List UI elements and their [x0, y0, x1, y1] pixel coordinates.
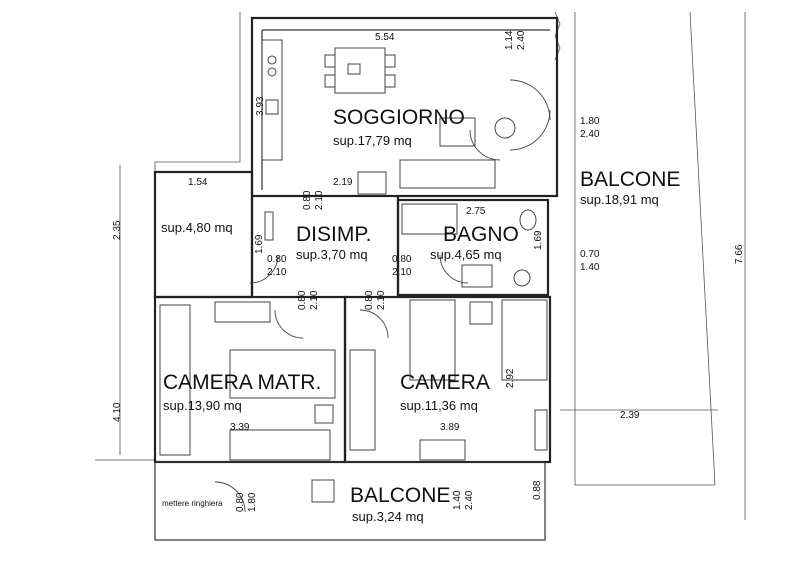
- room-area-camera: sup.11,36 mq: [400, 398, 478, 413]
- dim-235: 2.35: [112, 220, 123, 240]
- washbasin: [461, 264, 493, 288]
- door-balcone-2: [509, 109, 551, 151]
- door-disimp-west: [249, 254, 279, 284]
- toilet-icon: [519, 209, 537, 231]
- dim-169b: 1.69: [533, 230, 544, 250]
- room-name-camera-matr: CAMERA MATR.: [163, 371, 321, 394]
- dim-080d: 0.80: [297, 290, 308, 310]
- room-area-bagno: sup.4,65 mq: [430, 247, 502, 262]
- dim-210b: 2.10: [267, 267, 287, 278]
- dim-080f: 0.80: [235, 492, 246, 512]
- dim-554: 5.54: [375, 32, 395, 43]
- dim-766: 7.66: [734, 244, 745, 264]
- dim-240b: 2.40: [580, 129, 600, 140]
- room-area-balcone-east: sup.18,91 mq: [580, 192, 659, 207]
- wardrobe: [214, 301, 271, 323]
- stove-icon: [267, 55, 277, 65]
- dim-389: 3.89: [440, 422, 460, 433]
- dim-180a: 1.80: [580, 116, 600, 127]
- walls: [153, 16, 559, 541]
- room-labels: SOGGIORNO sup.17,79 mq BALCONE sup.18,91…: [161, 106, 680, 524]
- dim-240a: 2.40: [516, 30, 527, 50]
- dim-393: 3.93: [255, 96, 266, 116]
- double-bed: [229, 349, 336, 399]
- dim-210d: 2.10: [309, 290, 320, 310]
- kitchen-counter: [261, 39, 283, 161]
- room-name-disimp: DISIMP.: [296, 223, 371, 246]
- sofa: [399, 159, 496, 189]
- dim-140b: 1.40: [452, 490, 463, 510]
- dim-070: 0.70: [580, 249, 600, 260]
- dim-140a: 1.40: [580, 262, 600, 273]
- dim-080b: 0.80: [267, 254, 287, 265]
- dim-275: 2.75: [466, 206, 486, 217]
- plant-icon: [494, 117, 516, 139]
- single-bed-1: [409, 299, 456, 381]
- room-name-balcone-east: BALCONE: [580, 168, 680, 191]
- dim-410: 4.10: [112, 402, 123, 422]
- door-camera: [359, 309, 389, 339]
- bidet-icon: [513, 269, 531, 287]
- door-bagno: [439, 254, 469, 284]
- desk: [349, 349, 376, 451]
- room-name-soggiorno: SOGGIORNO: [333, 106, 465, 129]
- dimension-labels: 5.54 1.14 2.40 3.93 1.80 2.40 1.54 2.19 …: [112, 30, 745, 512]
- dim-088: 0.88: [532, 480, 543, 500]
- room-name-camera: CAMERA: [400, 371, 490, 394]
- dim-210a: 2.10: [314, 190, 325, 210]
- dim-239: 2.39: [620, 410, 640, 421]
- room-name-bagno: BAGNO: [443, 223, 519, 246]
- dim-114: 1.14: [504, 30, 515, 50]
- room-area-ripostiglio: sup.4,80 mq: [161, 220, 233, 235]
- dim-169a: 1.69: [254, 234, 265, 254]
- note-railing: mettere ringhiera: [162, 499, 223, 508]
- dining-table: [334, 47, 386, 94]
- dim-292: 2.92: [505, 368, 516, 388]
- armchair: [357, 171, 387, 195]
- dim-080a: 0.80: [302, 190, 313, 210]
- bathtub: [401, 203, 458, 235]
- coffee-table: [439, 117, 476, 147]
- doors: [214, 79, 551, 513]
- dim-210e: 2.10: [376, 290, 387, 310]
- dim-339: 3.39: [230, 422, 250, 433]
- dim-080e: 0.80: [364, 290, 375, 310]
- dim-080c: 0.80: [392, 254, 412, 265]
- room-area-soggiorno: sup.17,79 mq: [333, 133, 412, 148]
- room-area-balcone-south: sup.3,24 mq: [352, 509, 424, 524]
- single-bed-2: [501, 299, 548, 381]
- door-balcone-south: [214, 481, 246, 513]
- room-area-disimp: sup.3,70 mq: [296, 247, 368, 262]
- dim-240c: 2.40: [464, 490, 475, 510]
- furniture: [159, 39, 548, 503]
- dim-154: 1.54: [188, 177, 208, 188]
- dim-180b: 1.80: [247, 492, 258, 512]
- room-area-camera-matr: sup.13,90 mq: [163, 398, 242, 413]
- sink-icon: [265, 99, 279, 115]
- door-balcone-1: [509, 79, 551, 121]
- dim-210c: 2.10: [392, 267, 412, 278]
- room-name-balcone-south: BALCONE: [350, 484, 450, 507]
- dim-219: 2.19: [333, 177, 353, 188]
- exterior-outline: [95, 11, 746, 541]
- door-camera-matr: [274, 309, 304, 339]
